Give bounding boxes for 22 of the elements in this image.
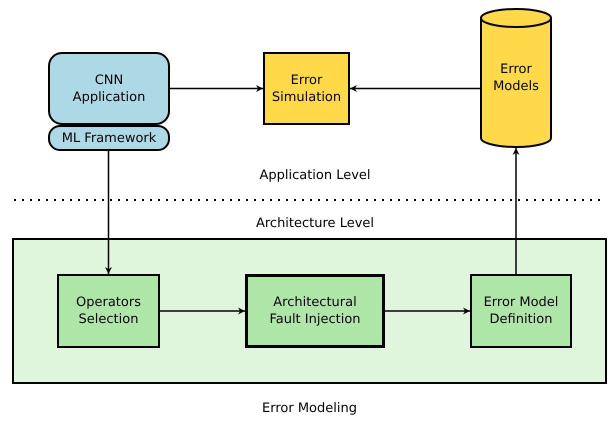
arrow [350, 85, 480, 92]
process-box [263, 52, 350, 125]
framework-pill [48, 125, 170, 151]
arrow [385, 308, 470, 314]
node-label: CNN Application [72, 72, 146, 106]
arrow [512, 148, 520, 274]
level-label: Architecture Level [254, 215, 376, 233]
node-label: Error Simulation [272, 72, 342, 106]
process-box [245, 274, 385, 348]
node-label: Error Modeling [262, 400, 357, 417]
level-label: Application Level [258, 167, 372, 185]
application-box [48, 52, 170, 125]
arrow [160, 308, 245, 314]
arrow [105, 151, 112, 274]
process-box [57, 274, 160, 348]
arrow [170, 85, 263, 92]
process-box [470, 274, 572, 348]
node-label: Architectural Fault Injection [268, 294, 362, 328]
node-label: Operators Selection [75, 294, 142, 328]
node-label: Error Models [492, 61, 540, 95]
node-label: ML Framework [62, 130, 156, 146]
node-label: Error Model Definition [482, 294, 560, 328]
